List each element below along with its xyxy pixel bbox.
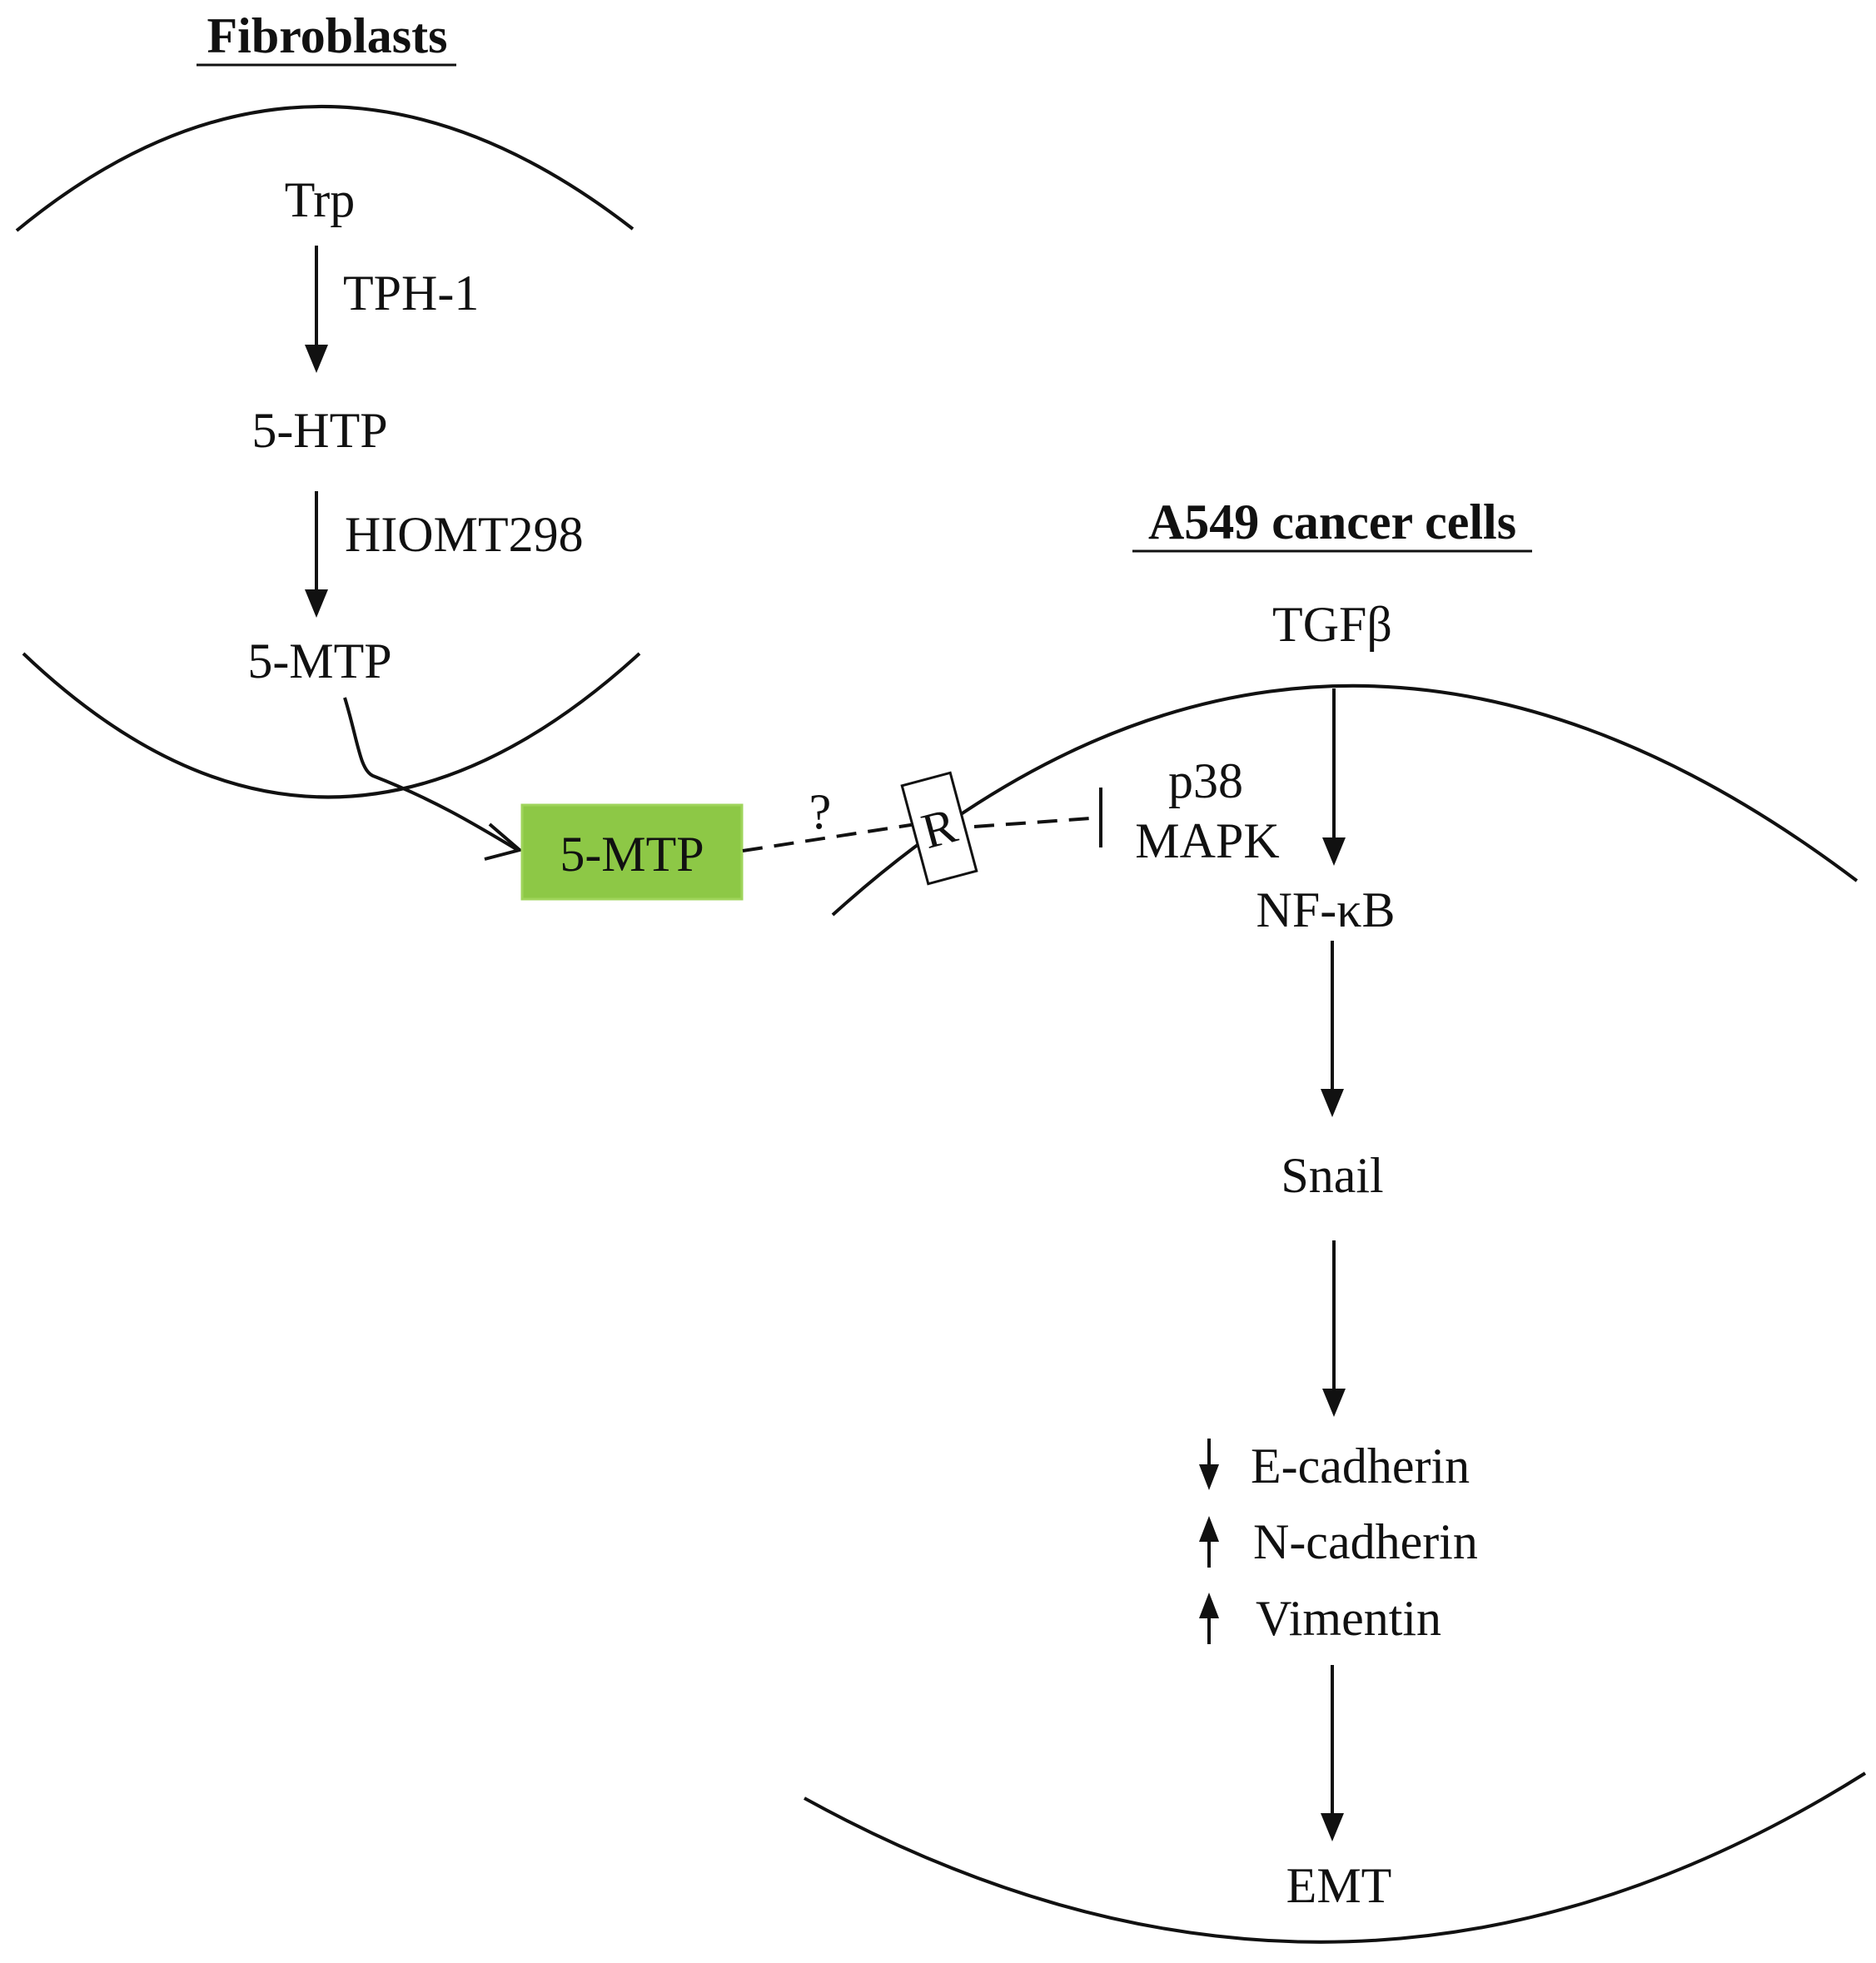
mapk-label: MAPK [1135, 813, 1279, 868]
trp-label: Trp [285, 172, 356, 227]
up-arrow-icon-head [1199, 1516, 1219, 1542]
hiomt298-label: HIOMT298 [345, 507, 584, 562]
arrow-tgfb-to-nfkb-head [1322, 837, 1346, 866]
receptor: R [900, 771, 978, 886]
tgfb-label: TGFβ [1272, 597, 1392, 652]
5mtp-inner-label: 5-MTP [247, 634, 391, 688]
secretion-arrow-head [484, 822, 524, 861]
arrow-nfkb-to-snail-head [1321, 1089, 1344, 1117]
receptor-box [900, 771, 978, 886]
dashed-line-5mtp-to-receptor [742, 822, 917, 852]
snail-label: Snail [1281, 1148, 1383, 1203]
nfkb-label: NF-κB [1256, 882, 1396, 937]
cancer-membrane-top [831, 683, 1859, 917]
secretion-arrow [343, 697, 518, 851]
marker-label: E-cadherin [1251, 1439, 1470, 1493]
emt-label: EMT [1286, 1858, 1392, 1913]
cancer-membrane-bottom [804, 1772, 1867, 1944]
5htp-label: 5-HTP [251, 403, 387, 458]
marker-e-cadherin: E-cadherin [1199, 1439, 1470, 1493]
fibroblast-membrane-bottom [22, 652, 641, 799]
marker-vimentin: Vimentin [1199, 1591, 1441, 1646]
up-arrow-icon-head [1199, 1593, 1219, 1618]
marker-label: N-cadherin [1253, 1514, 1478, 1569]
fibroblast-membrane-top [15, 105, 634, 232]
down-arrow-icon-head [1199, 1464, 1219, 1490]
tph1-label: TPH-1 [343, 266, 479, 321]
arrow-snail-to-markers-head [1322, 1389, 1346, 1417]
a549-title: A549 cancer cells [1148, 494, 1516, 549]
secreted-5mtp-box [520, 803, 744, 901]
arrow-5htp-to-5mtp-head [305, 589, 328, 618]
marker-n-cadherin: N-cadherin [1199, 1514, 1478, 1569]
arrow-trp-to-5htp-head [305, 345, 328, 373]
fibroblasts-title: Fibroblasts [207, 8, 448, 63]
question-mark-label: ? [809, 784, 832, 839]
secreted-5mtp-label: 5-MTP [560, 827, 704, 882]
p38-label: p38 [1168, 753, 1243, 808]
dashed-line-receptor-to-p38 [973, 817, 1092, 828]
arrow-markers-to-emt-head [1321, 1813, 1344, 1841]
marker-label: Vimentin [1256, 1591, 1441, 1646]
